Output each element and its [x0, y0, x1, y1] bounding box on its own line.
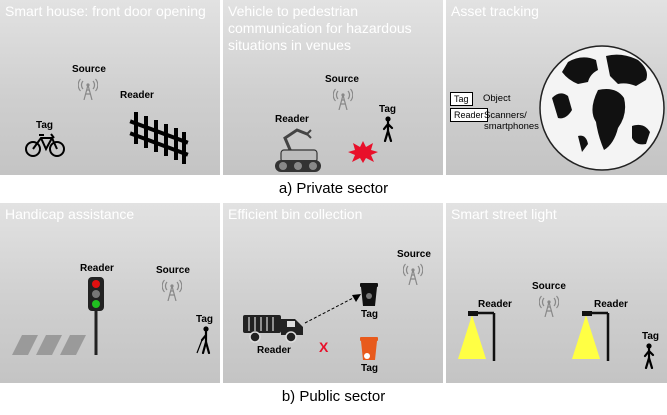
panel-title: Handicap assistance	[5, 206, 135, 222]
hazard-burst-icon	[348, 141, 378, 163]
source-antenna-icon	[78, 76, 98, 100]
globe-icon	[539, 45, 665, 171]
tag-label-2: Tag	[361, 363, 379, 374]
reader-label: Reader	[275, 114, 309, 125]
tag-label: Tag	[36, 120, 54, 131]
reader-label-1: Reader	[478, 299, 512, 310]
reader-label-2: Reader	[594, 299, 628, 310]
panel-bin-collection: Efficient bin collection Source Reader T…	[223, 203, 443, 383]
blind-pedestrian-icon	[196, 326, 211, 354]
source-antenna-icon	[539, 293, 559, 317]
orange-bin-icon	[360, 337, 378, 360]
source-label: Source	[72, 64, 106, 75]
tag-label: Tag	[642, 331, 660, 342]
reader-label: Reader	[120, 90, 154, 101]
tag-label: Tag	[196, 314, 214, 325]
traffic-light-icon	[88, 277, 104, 355]
panel-vehicle-pedestrian: Vehicle to pedestrian communication for …	[223, 0, 443, 175]
street-light-icon-2	[572, 311, 610, 361]
panel-title: Vehicle to pedestrian communication for …	[228, 3, 412, 53]
source-label: Source	[532, 281, 566, 292]
tag-label-1: Tag	[361, 309, 379, 320]
reader-label: Reader	[257, 345, 291, 356]
caption-private-sector: a) Private sector	[278, 180, 389, 197]
panel-title: Asset tracking	[451, 3, 539, 19]
caption-public-sector: b) Public sector	[281, 388, 386, 405]
panel-smart-house: Smart house: front door opening Source R…	[0, 0, 220, 175]
crosswalk-icon	[12, 335, 86, 355]
reader-label: Reader	[80, 263, 114, 274]
source-label: Source	[397, 249, 431, 260]
source-label: Source	[156, 265, 190, 276]
legend-reader-text: Scanners/ smartphones	[484, 110, 539, 132]
legend-reader-box: Reader	[450, 108, 488, 122]
bicycle-icon	[25, 133, 65, 157]
robot-vehicle-icon	[275, 128, 321, 172]
panel-asset-tracking: Asset tracking Tag Object Reader Scanner…	[446, 0, 667, 175]
garbage-truck-icon	[243, 315, 303, 343]
tag-label: Tag	[379, 104, 397, 115]
source-label: Source	[325, 74, 359, 85]
pedestrian-icon	[381, 116, 395, 142]
source-antenna-icon	[403, 261, 423, 285]
source-antenna-icon	[162, 277, 182, 301]
legend-tag-box: Tag	[450, 92, 473, 106]
panel-title: Smart street light	[451, 206, 557, 222]
source-antenna-icon	[333, 86, 353, 110]
dashed-arrow-icon	[304, 294, 361, 324]
panel-title: Smart house: front door opening	[5, 3, 206, 19]
legend-tag-text: Object	[483, 93, 511, 104]
black-bin-icon	[360, 283, 378, 306]
gate-icon	[129, 112, 189, 164]
panel-handicap-assistance: Handicap assistance Reader Source Tag	[0, 203, 220, 383]
panel-title: Efficient bin collection	[228, 206, 363, 222]
street-light-icon-1	[458, 311, 496, 361]
panel-smart-street-light: Smart street light Source Reader Reader …	[446, 203, 667, 383]
pedestrian-icon	[642, 343, 656, 369]
cross-mark: X	[319, 339, 329, 355]
